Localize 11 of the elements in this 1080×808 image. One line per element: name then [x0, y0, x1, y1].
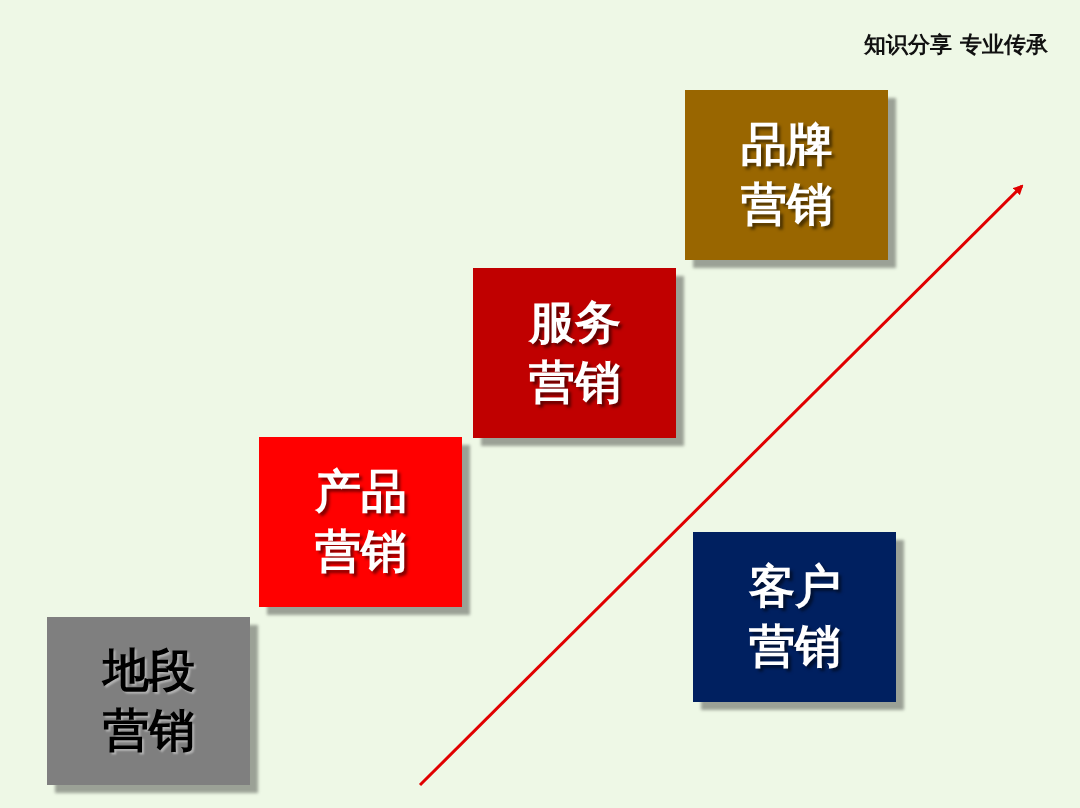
stage-label: 产品营销: [313, 463, 408, 580]
stage-box: [473, 268, 676, 438]
stage-box: [693, 532, 896, 702]
slogan-text: 知识分享 专业传承: [864, 30, 1048, 59]
stage-label: 客户营销: [747, 558, 842, 675]
stage-box: [685, 90, 888, 260]
stage-box: [259, 437, 462, 607]
stage-label: 品牌营销: [739, 116, 834, 233]
stage-label: 服务营销: [527, 294, 622, 411]
stage-box: [47, 617, 250, 785]
stage-label: 地段营销: [100, 642, 196, 759]
